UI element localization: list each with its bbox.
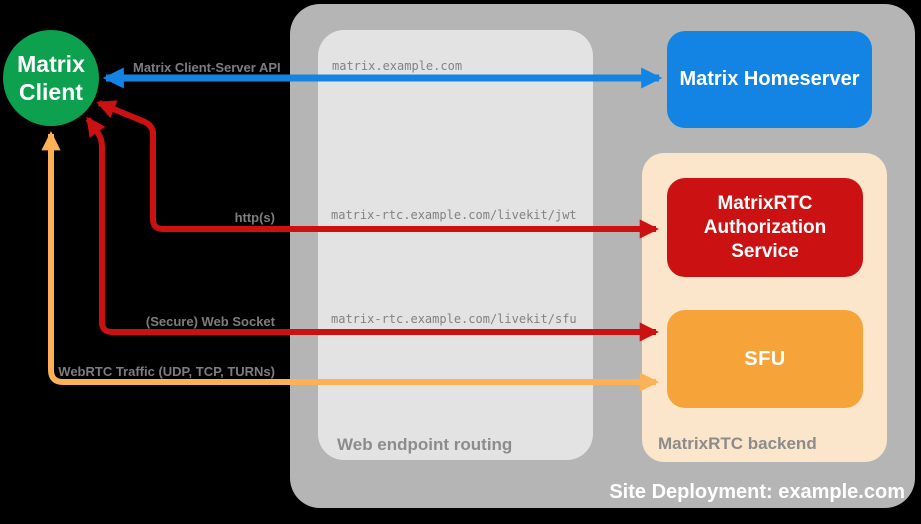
site-deployment-label: Site Deployment: example.com	[609, 481, 905, 503]
matrix-client-label: Matrix Client	[17, 51, 85, 105]
web-endpoint-routing-label: Web endpoint routing	[337, 435, 513, 454]
web-endpoint-routing-container	[318, 30, 593, 460]
matrixrtc-backend-label: MatrixRTC backend	[658, 434, 817, 453]
sfu-label: SFU	[744, 347, 786, 370]
https-arrow-label: http(s)	[234, 210, 275, 225]
web-socket-arrow-label: (Secure) Web Socket	[145, 314, 275, 329]
matrixrtc-authorization-service-node: MatrixRTC Authorization Service	[667, 178, 863, 277]
endpoint-livekit-sfu-url: matrix-rtc.example.com/livekit/sfu	[331, 312, 577, 326]
webrtc-traffic-arrow-label: WebRTC Traffic (UDP, TCP, TURNs)	[58, 364, 275, 379]
matrixrtc-authorization-service-label: MatrixRTC Authorization Service	[703, 192, 827, 262]
matrix-homeserver-label: Matrix Homeserver	[679, 68, 860, 90]
endpoint-livekit-jwt-url: matrix-rtc.example.com/livekit/jwt	[331, 208, 577, 222]
client-server-api-arrow-label: Matrix Client-Server API	[133, 60, 281, 75]
endpoint-matrix-url: matrix.example.com	[332, 59, 463, 73]
sfu-node: SFU	[667, 310, 863, 408]
matrix-client-node: Matrix Client	[3, 30, 99, 126]
matrix-homeserver-node: Matrix Homeserver	[667, 31, 872, 128]
